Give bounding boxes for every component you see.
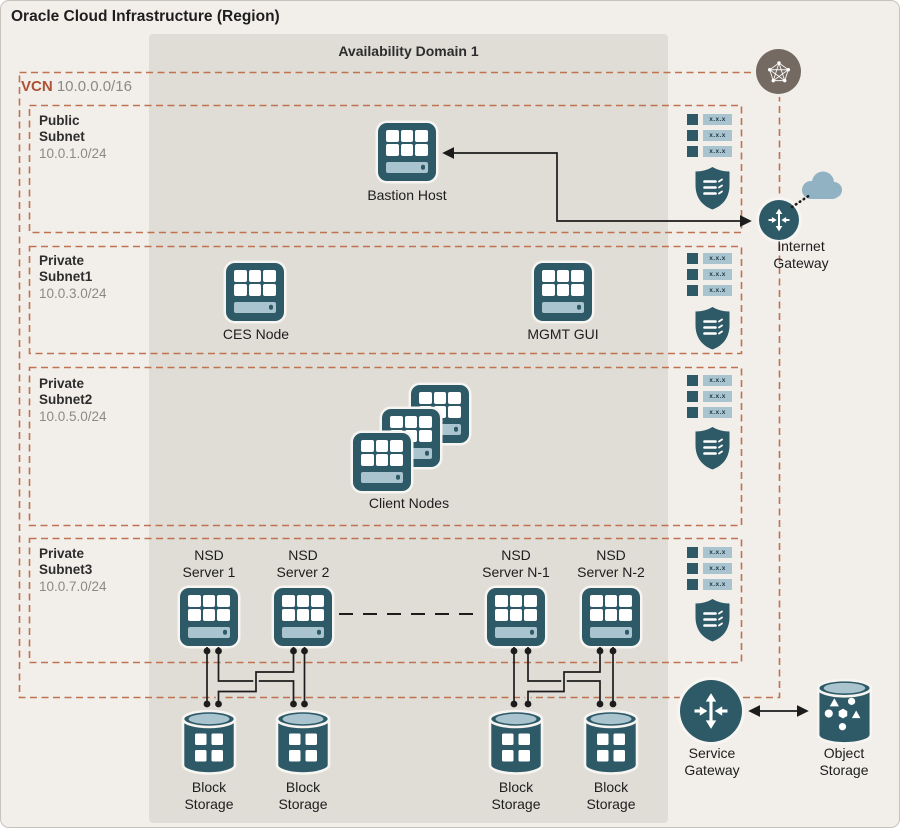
block-storage-icon — [272, 708, 334, 778]
security-list-icon — [692, 425, 733, 471]
subnet-name: Public Subnet — [39, 113, 85, 145]
internet-gateway-icon — [759, 200, 799, 240]
internet-gateway-cloud-link — [790, 193, 812, 209]
subnet-cidr: 10.0.7.0/24 — [39, 578, 107, 594]
subnet-cidr: 10.0.1.0/24 — [39, 145, 107, 161]
block-storage-label: Block Storage — [184, 779, 234, 812]
block-storage-icon — [178, 708, 240, 778]
availability-domain-title: Availability Domain 1 — [338, 43, 479, 59]
block-storage-label: Block Storage — [586, 779, 636, 812]
subnet-label-public: Public Subnet 10.0.1.0/24 — [39, 113, 139, 162]
ces-node-icon — [226, 263, 284, 321]
service-gateway-label: Service Gateway — [684, 745, 740, 778]
route-entry: x.x.x — [703, 146, 732, 157]
block-storage-icon — [485, 708, 547, 778]
route-entry: x.x.x — [703, 114, 732, 125]
bastion-host-label: Bastion Host — [367, 187, 447, 203]
subnet-label-private2: Private Subnet2 10.0.5.0/24 — [39, 376, 139, 425]
nsd-server-n1-icon — [487, 588, 545, 646]
route-entry: x.x.x — [703, 391, 732, 402]
object-storage-icon — [813, 677, 876, 748]
security-list-icon — [692, 165, 733, 211]
vcn-label: VCN 10.0.0.0/16 — [21, 78, 132, 95]
object-storage-label: Object Storage — [819, 745, 869, 778]
block-storage-label: Block Storage — [491, 779, 541, 812]
mgmt-gui-label: MGMT GUI — [527, 326, 599, 342]
subnet-name: Private Subnet3 — [39, 546, 93, 578]
route-entry: x.x.x — [703, 375, 732, 386]
client-node-icon-front — [353, 433, 411, 491]
route-entry: x.x.x — [703, 563, 732, 574]
nsd-server-n2-icon — [582, 588, 640, 646]
security-list-icon — [692, 597, 733, 643]
service-gateway-icon — [680, 680, 742, 742]
client-nodes-label: Client Nodes — [368, 495, 450, 511]
subnet-name: Private Subnet2 — [39, 376, 93, 408]
route-entry: x.x.x — [703, 285, 732, 296]
region-title: Oracle Cloud Infrastructure (Region) — [11, 8, 280, 25]
route-entry: x.x.x — [703, 547, 732, 558]
nsd-server-2-label: NSD Server 2 — [276, 547, 330, 580]
route-table-icon: x.x.x x.x.x x.x.x — [687, 375, 732, 423]
vcn-mesh-icon — [756, 49, 801, 94]
block-storage-label: Block Storage — [278, 779, 328, 812]
route-table-icon: x.x.x x.x.x x.x.x — [687, 253, 732, 301]
route-entry: x.x.x — [703, 130, 732, 141]
nsd-server-1-label: NSD Server 1 — [182, 547, 236, 580]
internet-gateway-label: Internet Gateway — [773, 238, 829, 271]
route-entry: x.x.x — [703, 407, 732, 418]
subnet-cidr: 10.0.3.0/24 — [39, 285, 107, 301]
nsd-server-1-icon — [180, 588, 238, 646]
ces-node-label: CES Node — [222, 326, 290, 342]
block-storage-icon — [580, 708, 642, 778]
internet-cloud-icon — [798, 169, 844, 201]
route-entry: x.x.x — [703, 253, 732, 264]
vcn-cidr: 10.0.0.0/16 — [56, 78, 132, 95]
security-list-icon — [692, 305, 733, 351]
subnet-label-private1: Private Subnet1 10.0.3.0/24 — [39, 253, 139, 302]
subnet-cidr: 10.0.5.0/24 — [39, 408, 107, 424]
subnet-label-private3: Private Subnet3 10.0.7.0/24 — [39, 546, 139, 595]
subnet-name: Private Subnet1 — [39, 253, 93, 285]
route-table-icon: x.x.x x.x.x x.x.x — [687, 547, 732, 595]
vcn-name: VCN — [21, 78, 53, 95]
route-entry: x.x.x — [703, 269, 732, 280]
nsd-server-n1-label: NSD Server N-1 — [482, 547, 550, 580]
mgmt-gui-icon — [534, 263, 592, 321]
bastion-host-icon — [378, 123, 436, 181]
route-table-icon: x.x.x x.x.x x.x.x — [687, 114, 732, 162]
nsd-server-n2-label: NSD Server N-2 — [577, 547, 645, 580]
route-entry: x.x.x — [703, 579, 732, 590]
nsd-server-2-icon — [274, 588, 332, 646]
